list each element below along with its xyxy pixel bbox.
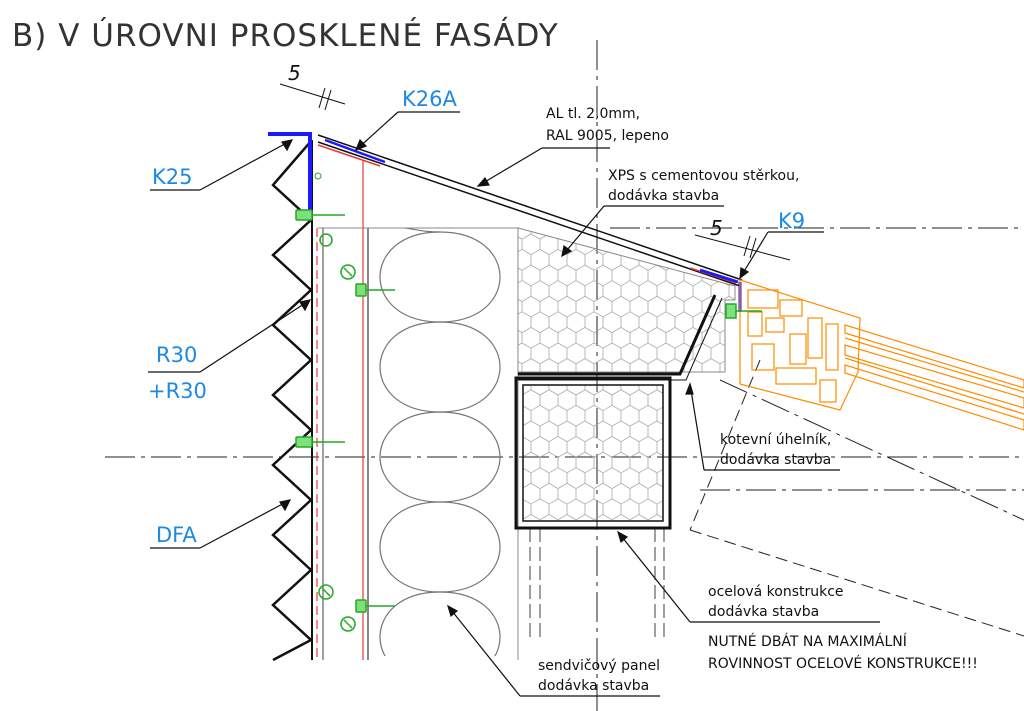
green-anchors <box>295 209 762 632</box>
note-panel-1: sendvičový panel <box>538 658 660 674</box>
label-r30-plus: +R30 <box>148 379 207 403</box>
rivet-icon <box>314 172 322 180</box>
note-warning-2: ROVINNOST OCELOVÉ KONSTRUKCE!!! <box>708 655 978 672</box>
note-ocel-1: ocelová konstrukce <box>708 584 844 600</box>
anchor-angle <box>518 294 717 376</box>
note-panel-2: dodávka stavba <box>538 678 649 694</box>
note-al-1: AL tl. 2,0mm, <box>546 106 640 122</box>
label-r30: R30 <box>156 343 197 367</box>
anchor-angle-inner <box>518 297 723 381</box>
note-al-2: RAL 9005, lepeno <box>546 128 669 144</box>
k25-profile <box>268 132 312 210</box>
steel-structure-inner <box>522 384 664 522</box>
top-dimension <box>279 83 346 111</box>
note-warning-1: NUTNÉ DBÁT NA MAXIMÁLNÍ <box>708 633 907 650</box>
note-xps-2: dodávka stavba <box>608 188 719 204</box>
dfa-zigzag-cladding <box>271 139 314 662</box>
right-dimension-value: 5 <box>710 216 723 240</box>
drawing-title: B) V ÚROVNI PROSKLENÉ FASÁDY <box>12 17 559 54</box>
xps-insulation-block <box>517 227 736 373</box>
leader-lines <box>148 111 880 697</box>
right-dimension <box>694 234 791 261</box>
steel-structure-outer <box>514 376 672 530</box>
note-kotevni-2: dodávka stavba <box>720 452 831 468</box>
label-k26a: K26A <box>402 87 457 111</box>
label-k9: K9 <box>778 209 805 233</box>
label-dfa: DFA <box>156 523 197 547</box>
note-xps-1: XPS s cementovou stěrkou, <box>608 168 799 184</box>
label-k25: K25 <box>152 165 193 189</box>
note-kotevni-1: kotevní úhelník, <box>720 432 831 448</box>
glazing-profile <box>739 279 1024 431</box>
mineral-wool-insulation <box>379 228 501 656</box>
top-dimension-value: 5 <box>288 61 301 85</box>
note-ocel-2: dodávka stavba <box>708 604 819 620</box>
